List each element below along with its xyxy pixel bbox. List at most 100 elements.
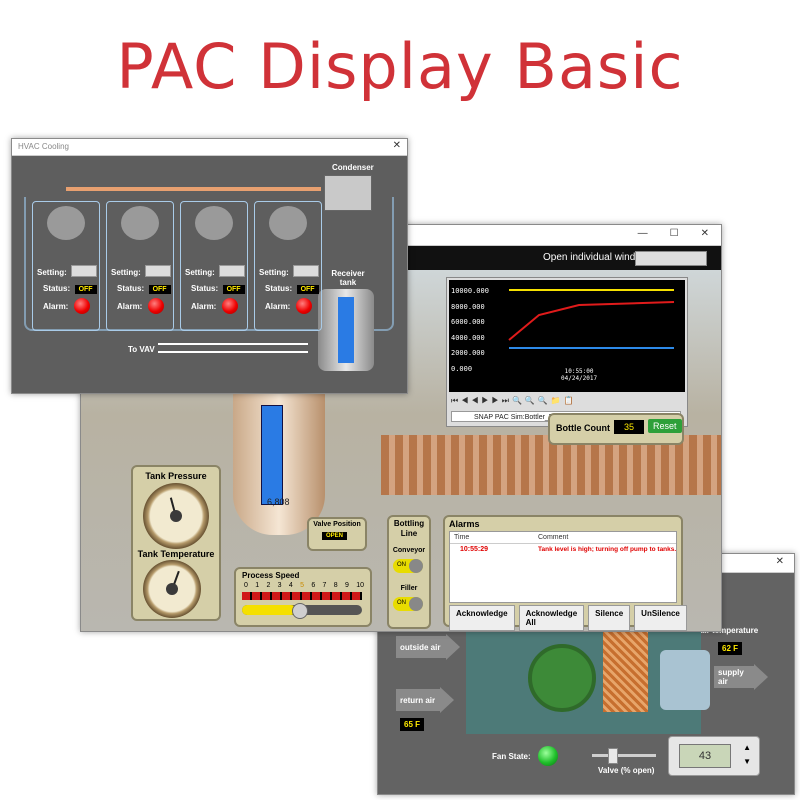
bottle-conveyor <box>381 435 721 495</box>
speed-slider-thumb[interactable] <box>292 603 308 619</box>
tank-temperature-gauge <box>143 560 201 618</box>
valve-slider-thumb[interactable] <box>608 748 618 764</box>
alarms-header-divider <box>450 543 676 544</box>
receiver-tank-level <box>338 297 354 363</box>
table-row[interactable]: 10:55:29 Tank level is high; turning off… <box>450 546 676 556</box>
speed-tick: 1 <box>255 582 260 589</box>
compressor-icon <box>47 206 85 240</box>
fan-icon <box>528 644 596 712</box>
speed-slider-track[interactable] <box>242 603 362 619</box>
trend-toolbar[interactable]: ⏮◀◀▶▶⏭🔍🔍🔍📁📋 <box>451 396 577 405</box>
thermostat-down-icon[interactable]: ▼ <box>743 757 751 766</box>
hvac-window-title: HVAC Cooling <box>18 142 69 151</box>
reset-button[interactable]: Reset <box>648 419 682 433</box>
receiver-tank-icon <box>318 289 374 371</box>
thermostat-display: 43 <box>679 744 731 768</box>
speed-tick: 4 <box>288 582 293 589</box>
y-tick: 2000.000 <box>451 349 485 358</box>
status-row: Status: OFF <box>43 278 97 296</box>
alarms-title: Alarms <box>449 519 480 529</box>
silence-button[interactable]: Silence <box>588 605 631 631</box>
alarm-label: Alarm: <box>265 301 291 311</box>
conveyor-toggle[interactable]: ON <box>393 559 423 573</box>
speed-tick: 8 <box>333 582 338 589</box>
status-row: Status: OFF <box>265 278 319 296</box>
trend-time-axis: 10:55:00 04/24/2017 <box>561 368 597 382</box>
acknowledge-all-button[interactable]: Acknowledge All <box>518 605 585 631</box>
speed-tick: 3 <box>277 582 282 589</box>
setting-dropdown[interactable] <box>145 264 172 277</box>
alarms-panel: Alarms Time Comment 10:55:29 Tank level … <box>443 515 687 631</box>
open-windows-select[interactable] <box>635 251 707 266</box>
alarm-row: Alarm: <box>43 298 91 314</box>
status-label: Status: <box>43 284 71 293</box>
status-label: Status: <box>117 284 145 293</box>
close-icon[interactable]: ✕ <box>775 556 784 567</box>
compressor-icon <box>195 206 233 240</box>
valve-slider-track[interactable] <box>592 754 656 757</box>
setting-label: Setting: <box>185 268 215 277</box>
conveyor-toggle-knob <box>409 559 423 573</box>
duct-icon <box>660 650 710 710</box>
y-tick: 4000.000 <box>451 333 485 342</box>
setting-label: Setting: <box>259 268 289 277</box>
thermostat[interactable]: 43 ▲ ▼ <box>668 736 760 776</box>
valve-label: Valve (% open) <box>598 766 655 775</box>
bottling-line-label: Bottling Line <box>393 519 425 538</box>
close-icon[interactable]: ✕ <box>700 228 709 239</box>
alarm-row: Alarm: <box>191 298 239 314</box>
close-icon[interactable]: ✕ <box>392 140 401 151</box>
maximize-icon[interactable]: ☐ <box>669 228 679 239</box>
bottling-line-panel: Bottling Line Conveyor ON Filler ON <box>387 515 431 629</box>
minimize-icon[interactable]: — <box>637 228 648 239</box>
alarm-time: 10:55:29 <box>460 546 489 553</box>
alarms-buttons: Acknowledge Acknowledge All Silence UnSi… <box>449 605 687 631</box>
supply-temp-label: air temperature <box>700 626 759 635</box>
compressor-icon <box>269 206 307 240</box>
y-tick: 8000.000 <box>451 302 485 311</box>
filler-toggle[interactable]: ON <box>393 597 423 611</box>
conveyor-on-label: ON <box>397 562 406 568</box>
setting-row: Setting: <box>185 262 246 280</box>
supply-air-arrow: supply air <box>714 666 754 688</box>
trend-chart: 10000.000 8000.000 6000.000 4000.000 200… <box>449 280 685 392</box>
vav-pipe-2 <box>158 351 308 353</box>
speed-tick: 9 <box>344 582 349 589</box>
alarm-indicator <box>296 298 313 314</box>
setting-dropdown[interactable] <box>293 264 320 277</box>
filler-label: Filler <box>400 585 418 592</box>
tank-level-bar <box>261 405 283 505</box>
unsilence-button[interactable]: UnSilence <box>634 605 687 631</box>
alarm-comment: Tank level is high; turning off pump to … <box>538 546 677 553</box>
compressor-unit: Setting: Status: OFF Alarm: <box>254 201 322 331</box>
alarms-col-time: Time <box>454 534 470 541</box>
alarm-label: Alarm: <box>43 301 69 311</box>
setting-dropdown[interactable] <box>71 264 98 277</box>
alarm-label: Alarm: <box>117 301 143 311</box>
alarms-table: Time Comment 10:55:29 Tank level is high… <box>449 531 677 603</box>
speed-tick: 6 <box>311 582 316 589</box>
speed-bar-graph <box>242 592 362 600</box>
hvac-titlebar: HVAC Cooling ✕ <box>12 139 407 156</box>
status-value: OFF <box>74 285 97 294</box>
return-air-arrowhead <box>440 687 454 713</box>
setting-row: Setting: <box>111 262 172 280</box>
process-speed-label: Process Speed <box>242 571 300 580</box>
compressor-unit: Setting: Status: OFF Alarm: <box>180 201 248 331</box>
page-title: PAC Display Basic <box>116 30 684 103</box>
trend-y-axis: 10000.000 8000.000 6000.000 4000.000 200… <box>451 284 489 378</box>
acknowledge-button[interactable]: Acknowledge <box>449 605 515 631</box>
vav-pipe-1 <box>158 343 308 345</box>
bottle-count-label: Bottle Count <box>556 423 610 433</box>
setting-dropdown[interactable] <box>219 264 246 277</box>
compressor-icon <box>121 206 159 240</box>
bottle-count-panel: Bottle Count 35 Reset <box>548 413 684 445</box>
process-speed-panel: Process Speed 0 1 2 3 4 5 6 7 8 9 10 <box>234 567 372 627</box>
alarm-label: Alarm: <box>191 301 217 311</box>
thermostat-up-icon[interactable]: ▲ <box>743 743 751 752</box>
condenser-label: Condenser <box>332 163 374 172</box>
receiver-tank-label: Receiver tank <box>331 269 365 287</box>
alarm-indicator <box>74 298 91 314</box>
temperature-hub <box>166 583 178 595</box>
status-label: Status: <box>191 284 219 293</box>
